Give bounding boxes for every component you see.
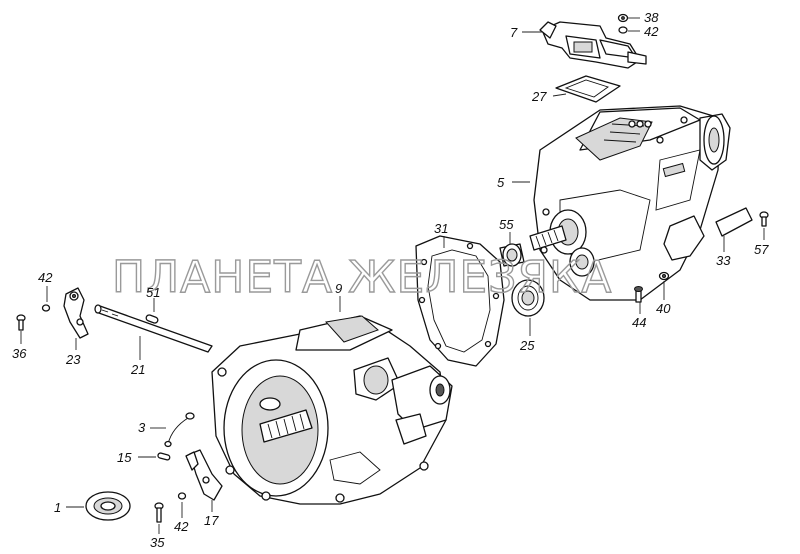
part-42-washer-left (41, 304, 51, 312)
part-27-cover-gasket (555, 75, 621, 103)
callout-31: 31 (434, 221, 448, 236)
part-40-nut (658, 271, 670, 281)
part-31-housing-gasket (415, 235, 505, 367)
callout-3: 3 (138, 420, 146, 435)
callout-21: 21 (130, 362, 145, 377)
callout-42-left: 42 (38, 270, 53, 285)
part-21-shift-shaft (94, 304, 213, 353)
callout-23: 23 (65, 352, 81, 367)
part-42-washer-top (618, 26, 628, 34)
part-35-bolt (154, 502, 164, 523)
callout-38: 38 (644, 10, 659, 25)
part-5-gearbox-housing (529, 105, 731, 301)
part-1-release-bearing (85, 491, 131, 521)
leader-lines (20, 17, 765, 534)
callout-27: 27 (531, 89, 547, 104)
part-38-nut (617, 13, 629, 23)
part-23-shift-fork (63, 287, 89, 339)
callout-44: 44 (632, 315, 646, 330)
callout-9: 9 (335, 281, 342, 296)
callout-42-top: 42 (644, 24, 659, 39)
part-9-clutch-housing (211, 315, 453, 505)
callout-labels: 7 38 42 27 5 57 33 40 44 55 25 31 9 51 4… (12, 10, 769, 550)
callout-51: 51 (146, 285, 160, 300)
callout-35: 35 (150, 535, 165, 550)
callout-1: 1 (54, 500, 61, 515)
part-44-bolt (634, 286, 643, 303)
part-25-oil-seal (511, 279, 545, 317)
part-51-key (145, 314, 159, 324)
callout-15: 15 (117, 450, 132, 465)
part-55-needle-bearing (499, 243, 525, 267)
part-15-pin (157, 452, 171, 461)
part-33-cover-plate (715, 207, 753, 237)
part-17-release-fork (185, 449, 223, 501)
part-36-bolt (16, 314, 26, 331)
callout-5: 5 (497, 175, 505, 190)
callout-42-bottom: 42 (174, 519, 189, 534)
callout-7: 7 (510, 25, 518, 40)
part-57-bolt (759, 211, 769, 227)
part-3-pipe-fitting (164, 412, 195, 448)
callout-57: 57 (754, 242, 769, 257)
callout-36: 36 (12, 346, 27, 361)
callout-55: 55 (499, 217, 514, 232)
callout-25: 25 (519, 338, 535, 353)
callout-40: 40 (656, 301, 671, 316)
part-7-gear-shift-mechanism (539, 21, 647, 69)
callout-33: 33 (716, 253, 731, 268)
part-42-washer-bottom (177, 492, 187, 500)
watermark-text: ПЛАНЕТА ЖЕЛЕЗЯКА (112, 252, 612, 303)
callout-17: 17 (204, 513, 219, 528)
